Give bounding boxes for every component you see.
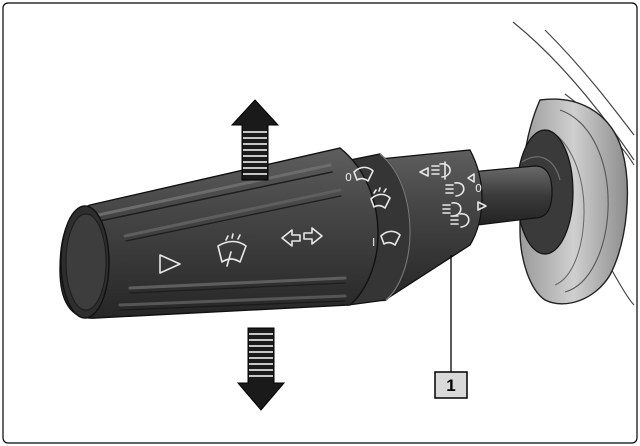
- up-arrow-icon: [230, 99, 280, 181]
- ring-label-I: I: [372, 236, 375, 249]
- callout-1: 1: [434, 255, 468, 399]
- high-beam-icon: [450, 213, 470, 228]
- small-triangle-icon-2: [467, 173, 475, 183]
- collar-label-0: 0: [475, 182, 482, 195]
- callout-label: 1: [446, 376, 455, 395]
- callout-box: [434, 371, 468, 399]
- collar-symbols: 0: [419, 161, 487, 228]
- wiper-icon-ring: [370, 187, 391, 209]
- washer-icon: [353, 166, 374, 182]
- play-triangle-icon: [159, 254, 181, 274]
- turn-signal-arrows-icon: [281, 227, 323, 247]
- ring-symbols: 0 I: [345, 166, 401, 249]
- small-triangle-icon-3: [477, 201, 487, 211]
- washer-icon-2: [380, 230, 401, 246]
- stalk-shaft: [469, 165, 553, 227]
- wiper-icon: [217, 233, 247, 267]
- down-arrow-icon: [236, 327, 286, 411]
- stalk-grip: [59, 147, 379, 319]
- ring-label-0: 0: [345, 171, 352, 184]
- small-triangle-icon: [419, 167, 429, 177]
- stalk-end-cap: [60, 205, 110, 319]
- front-fog-light-icon: [431, 161, 451, 180]
- beam-icon: [445, 182, 465, 197]
